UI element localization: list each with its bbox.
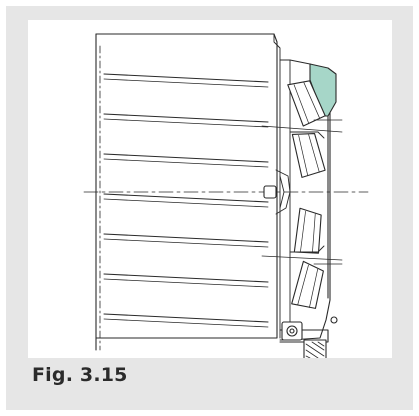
tapered-roller — [291, 133, 326, 178]
shaft-end-pin — [263, 185, 277, 199]
figure-panel: Fig. 3.15 — [6, 6, 413, 410]
shaft-grooves — [103, 73, 269, 328]
groove-line — [103, 73, 269, 83]
shaft-body — [95, 33, 281, 351]
groove-line — [103, 153, 269, 163]
tapered-roller — [293, 207, 322, 254]
groove-line — [103, 278, 269, 288]
groove-line — [103, 273, 269, 283]
groove-line — [103, 78, 269, 88]
bearing-cross-section-drawing — [83, 33, 369, 358]
groove-line — [103, 158, 269, 168]
figure-caption: Fig. 3.15 — [32, 364, 128, 386]
groove-line — [103, 118, 269, 128]
roller-axis-lines — [261, 119, 343, 265]
groove-line — [103, 113, 269, 123]
tapered-roller — [287, 80, 326, 127]
groove-line — [103, 233, 269, 243]
tapered-rollers — [287, 80, 326, 309]
tapered-roller — [291, 260, 324, 309]
groove-line — [103, 318, 269, 328]
groove-line — [103, 238, 269, 248]
lock-nut — [281, 316, 338, 358]
roller-cage — [275, 131, 325, 253]
groove-line — [103, 193, 269, 203]
groove-line — [103, 198, 269, 208]
technical-drawing — [28, 20, 392, 358]
groove-line — [103, 313, 269, 323]
